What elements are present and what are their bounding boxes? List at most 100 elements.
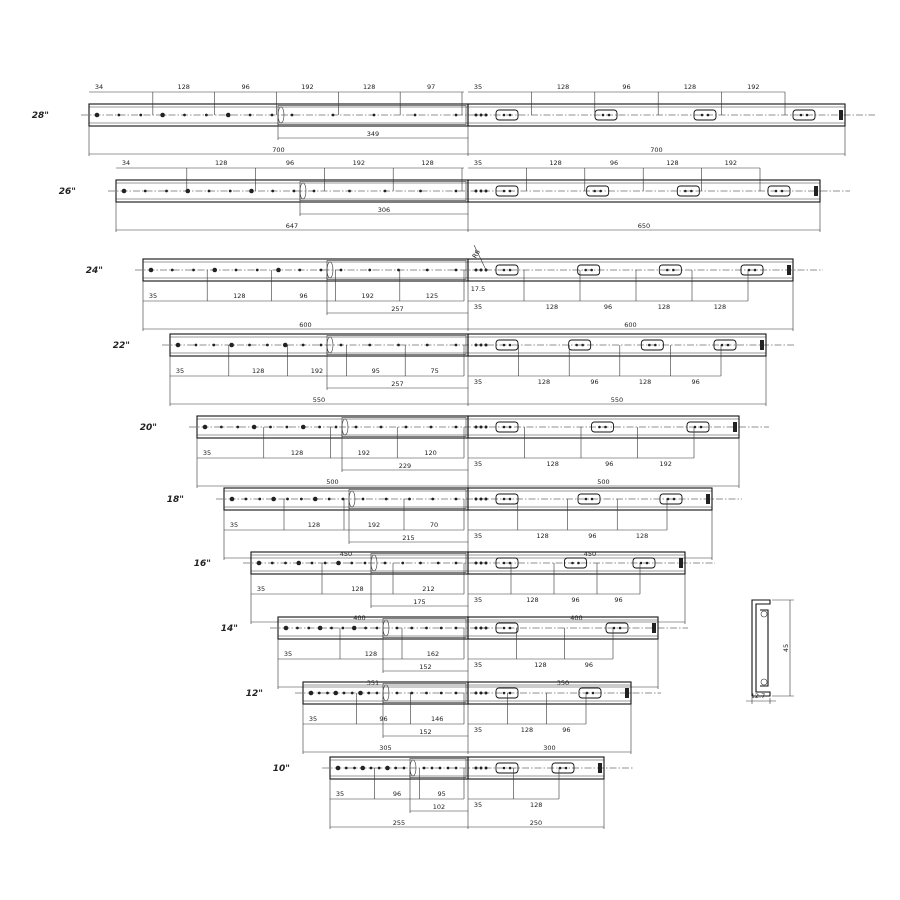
mount-hole — [429, 425, 433, 429]
slot-hole — [508, 561, 512, 565]
mount-hole — [334, 425, 338, 429]
dimension-label: 35 — [257, 585, 265, 593]
mount-hole — [258, 497, 262, 501]
mount-hole — [383, 189, 387, 193]
dimension-label: 128 — [636, 532, 648, 540]
mount-hole — [358, 690, 363, 696]
dimension-label: 128 — [252, 367, 264, 375]
dimension-label: 96 — [605, 460, 613, 468]
mount-hole — [94, 112, 100, 118]
mount-hole — [319, 268, 323, 272]
mount-hole — [300, 424, 306, 430]
mount-hole — [170, 268, 174, 272]
dimension-label: 35 — [474, 726, 482, 734]
dimension-label: 128 — [546, 303, 558, 311]
mount-hole — [348, 189, 351, 193]
mount-hole — [307, 626, 311, 630]
mount-hole — [479, 268, 483, 272]
slot-hole — [720, 343, 724, 347]
mount-hole — [422, 766, 426, 770]
mount-slot — [686, 421, 710, 433]
mount-hole — [474, 268, 478, 272]
mount-hole — [350, 561, 354, 565]
profile-inner — [760, 609, 769, 687]
mount-hole — [331, 113, 335, 117]
slot-hole — [508, 189, 512, 193]
dimension-label: 70 — [430, 521, 438, 529]
dimension-label: 96 — [614, 596, 622, 604]
mount-hole — [284, 561, 287, 565]
mount-slot — [605, 622, 629, 634]
mount-hole — [341, 626, 345, 630]
mount-hole — [148, 267, 154, 273]
dimension-label: 192 — [358, 449, 370, 457]
radius-leader — [473, 244, 487, 271]
mount-slot — [586, 185, 610, 197]
dimension-label: 128 — [291, 449, 303, 457]
dimension-label: 128 — [639, 378, 651, 386]
rail-size-label: 22" — [113, 341, 130, 351]
total-length-right: 550 — [611, 396, 623, 404]
slot-hole — [575, 343, 578, 347]
mount-hole — [292, 189, 296, 193]
dimension-label: 162 — [427, 650, 439, 658]
mount-hole — [410, 626, 414, 630]
mount-hole — [474, 343, 478, 347]
mount-hole — [283, 625, 289, 631]
dimension-label: 128 — [178, 83, 190, 91]
dimension-label: 35 — [176, 367, 184, 375]
dimension-label: 96 — [588, 532, 596, 540]
mount-hole — [270, 113, 274, 117]
mount-hole — [310, 561, 314, 565]
mount-hole — [385, 765, 390, 771]
dimension-label: 34 — [95, 83, 103, 91]
middle-length-label: 257 — [391, 380, 403, 388]
dimension-label: 192 — [660, 460, 672, 468]
mount-hole — [484, 497, 488, 501]
dimension-label: 96 — [299, 292, 307, 300]
mount-hole — [484, 626, 488, 630]
rail-end-stop — [814, 186, 818, 196]
dimension-label: 120 — [424, 449, 436, 457]
mount-hole — [160, 112, 165, 118]
mount-hole — [410, 691, 414, 695]
mount-hole — [454, 766, 458, 770]
slot-hole — [666, 268, 669, 272]
mount-slot — [551, 762, 575, 774]
total-length-left: 351 — [367, 679, 379, 687]
dimension-label: 35 — [474, 532, 482, 540]
slot-hole — [799, 113, 803, 117]
total-length-right: 600 — [624, 321, 636, 329]
mount-hole — [363, 561, 367, 565]
mount-hole — [431, 497, 435, 501]
mount-hole — [265, 343, 269, 347]
dimension-label: 97 — [427, 83, 435, 91]
total-length-left: 600 — [299, 321, 311, 329]
middle-length-label: 215 — [402, 534, 414, 542]
mount-hole — [397, 343, 400, 347]
mount-hole — [143, 189, 147, 193]
dimension-label: 35 — [474, 378, 482, 386]
mount-hole — [454, 691, 458, 695]
mount-hole — [185, 188, 191, 194]
mount-hole — [425, 343, 429, 347]
mount-hole — [330, 626, 333, 630]
mount-hole — [394, 766, 398, 770]
mount-hole — [375, 626, 379, 630]
dimension-label: 128 — [351, 585, 363, 593]
mount-hole — [379, 425, 383, 429]
mount-hole — [255, 268, 259, 272]
mount-hole — [248, 343, 251, 347]
slot-hole — [590, 268, 593, 272]
mount-hole — [344, 766, 348, 770]
mount-hole — [368, 343, 372, 347]
rail-size-label: 16" — [194, 559, 211, 569]
mount-hole — [439, 626, 443, 630]
mount-hole — [282, 342, 288, 348]
slot-hole — [690, 189, 693, 193]
ball-bearing — [760, 678, 768, 686]
mount-slot — [640, 339, 664, 351]
mount-hole — [404, 425, 408, 429]
